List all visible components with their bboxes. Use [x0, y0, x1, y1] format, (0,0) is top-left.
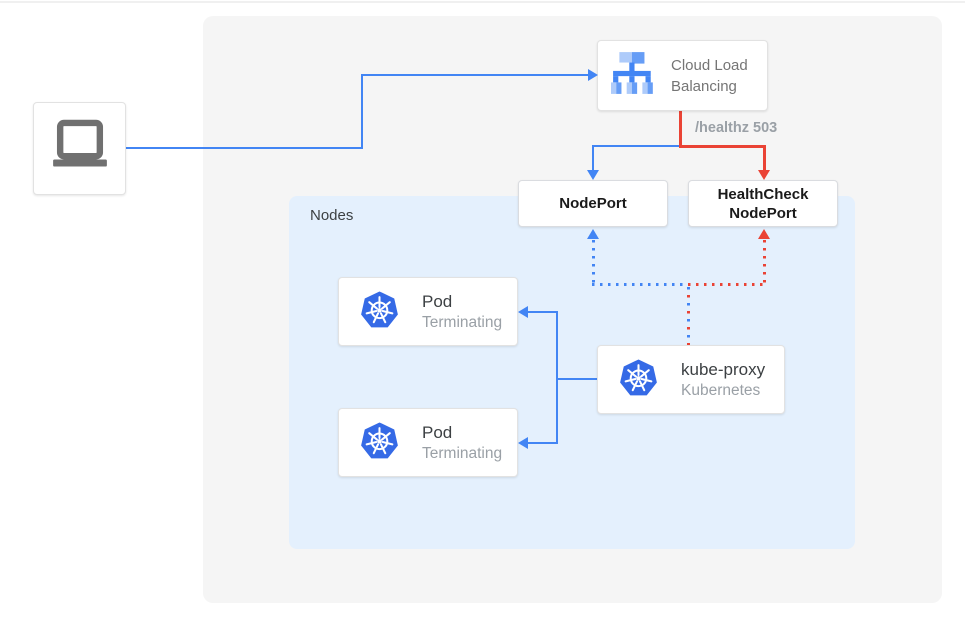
edge-dotted-red-v	[763, 240, 766, 285]
pod1-title: Pod	[422, 291, 453, 311]
edge-client-to-lb-h1	[126, 147, 363, 149]
edge-branch-blue-v	[592, 145, 594, 172]
arrowhead-into-lb	[588, 69, 598, 81]
edge-dotted-red-h	[688, 283, 765, 286]
edge-dotted-blue-h	[592, 283, 688, 286]
edge-dotted-kubeproxy-trunk	[687, 287, 690, 345]
pod1-status: Terminating	[422, 313, 503, 331]
edge-to-pod2	[528, 442, 558, 444]
arrowhead-into-pod2	[518, 437, 528, 449]
arrowhead-into-healthcheck-nodeport	[758, 170, 770, 180]
edge-branch-red-v	[763, 145, 766, 172]
pod2-status: Terminating	[422, 444, 503, 462]
laptop-icon	[48, 117, 112, 180]
edge-branch-red-h	[679, 145, 766, 148]
nodeport-label: NodePort	[559, 195, 627, 212]
edge-to-pod1	[528, 311, 558, 313]
arrowhead-into-nodeport	[587, 170, 599, 180]
edge-kubeproxy-out	[558, 378, 597, 380]
edge-pods-v	[556, 311, 558, 444]
pod2-node: Pod Terminating	[338, 408, 518, 477]
edge-client-to-lb-v	[361, 75, 363, 149]
edge-dotted-blue-v	[592, 240, 595, 285]
kube-proxy-node: kube-proxy Kubernetes	[597, 345, 785, 414]
arrowhead-dotted-into-healthcheck	[758, 229, 770, 239]
pod1-node: Pod Terminating	[338, 277, 518, 346]
arrowhead-dotted-into-nodeport	[587, 229, 599, 239]
kube-proxy-subtitle: Kubernetes	[681, 381, 761, 399]
healthz-503-label: /healthz 503	[695, 120, 778, 136]
nodes-panel-label: Nodes	[310, 207, 354, 224]
edge-lb-down-red	[679, 111, 682, 147]
healthcheck-label-line2: NodePort	[729, 204, 797, 222]
arrowhead-into-pod1	[518, 306, 528, 318]
kube-proxy-title: kube-proxy	[681, 359, 766, 379]
kubernetes-helm-icon	[359, 420, 400, 466]
nodeport-node: NodePort	[518, 180, 668, 227]
healthcheck-label-line1: HealthCheck	[717, 185, 809, 203]
top-divider	[0, 1, 965, 3]
edge-client-to-lb-h2	[361, 74, 589, 76]
cloud-load-balancing-node: Cloud Load Balancing	[597, 40, 768, 111]
load-balancer-icon	[611, 52, 657, 99]
edge-branch-blue-h	[592, 145, 681, 147]
healthcheck-nodeport-node: HealthCheck NodePort	[688, 180, 838, 227]
cloud-load-balancing-label: Cloud Load Balancing	[671, 56, 748, 95]
pod2-title: Pod	[422, 422, 453, 442]
kubernetes-helm-icon	[359, 289, 400, 335]
kubernetes-helm-icon	[618, 357, 659, 403]
client-node	[33, 102, 126, 195]
